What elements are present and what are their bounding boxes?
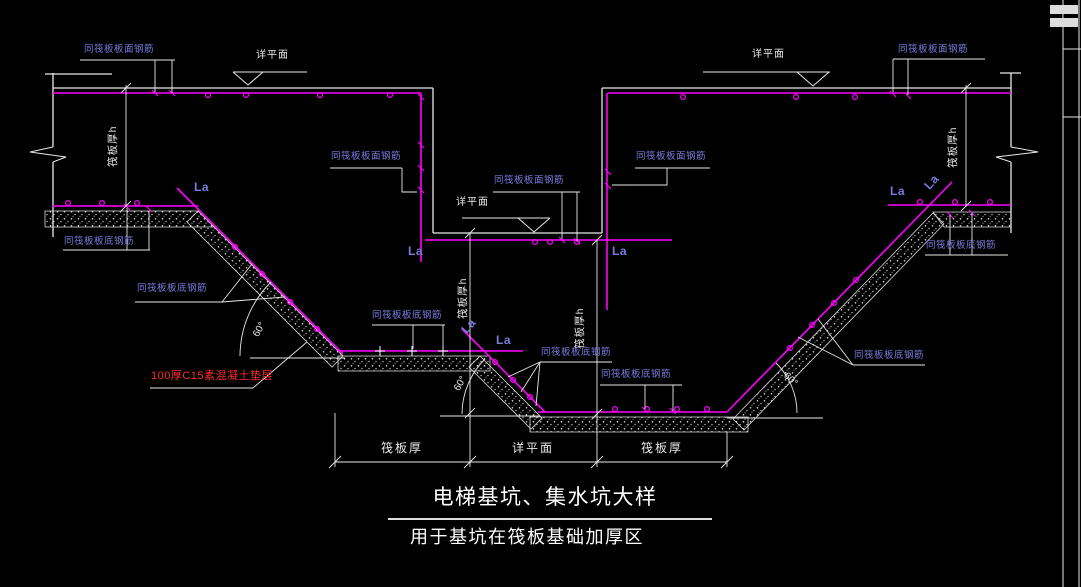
rebar-section-circles xyxy=(64,91,993,413)
cushion-hatch-bands xyxy=(44,210,1012,433)
dim-bottom-segment-1: 筏板厚 xyxy=(380,441,423,455)
label-see-plan-middle: 详平面 xyxy=(456,197,489,208)
label-top-rebar-pit-wall-right: 同筏板板面钢筋 xyxy=(636,151,707,162)
structure-outline xyxy=(45,72,1021,237)
label-bottom-rebar-slope-right: 同筏板板底钢筋 xyxy=(854,350,925,361)
dim-raft-thickness-right: 筏板厚h xyxy=(946,126,959,168)
slope-angle-annotations xyxy=(239,281,823,419)
label-bottom-rebar-pit2: 同筏板板底钢筋 xyxy=(601,369,672,380)
dim-raft-thickness-left: 筏板厚h xyxy=(106,125,119,167)
label-see-plan-top-right: 详平面 xyxy=(752,49,785,60)
label-top-rebar-left: 同筏板板面钢筋 xyxy=(84,44,155,55)
label-bottom-rebar-slope-left: 同筏板板底钢筋 xyxy=(137,283,208,294)
dim-bottom-segment-3: 筏板厚 xyxy=(640,441,683,455)
drawing-frame-edge xyxy=(1050,0,1081,587)
dim-raft-thickness-mid-left: 筏板厚h xyxy=(456,277,469,319)
label-bottom-rebar-pit1: 同筏板板底钢筋 xyxy=(372,310,443,321)
dim-bottom-segment-2: 详平面 xyxy=(511,441,554,455)
break-symbols xyxy=(29,146,1039,163)
label-la-mid-slab-right: La xyxy=(612,244,628,258)
label-bottom-rebar-right: 同筏板板底钢筋 xyxy=(926,240,997,251)
label-la-mid-slab-left: La xyxy=(408,244,424,258)
label-la-left-slope: La xyxy=(194,180,210,194)
label-top-rebar-pit-wall-left: 同筏板板面钢筋 xyxy=(331,151,402,162)
dimension-lines xyxy=(120,82,972,469)
label-la-pit1-bottom: La xyxy=(496,333,512,347)
label-top-rebar-right: 同筏板板面钢筋 xyxy=(898,44,969,55)
drawing-subtitle: 用于基坑在筏板基础加厚区 xyxy=(410,527,644,547)
label-bottom-rebar-left: 同筏板板底钢筋 xyxy=(64,236,135,247)
label-cushion-note: 100厚C15素混凝土垫层 xyxy=(151,370,274,382)
label-bottom-rebar-step-slope: 同筏板板底钢筋 xyxy=(541,347,612,358)
label-la-right-bottom: La xyxy=(890,184,906,198)
label-top-rebar-mid-slab: 同筏板板面钢筋 xyxy=(494,175,565,186)
dim-raft-thickness-mid-right: 筏板厚h xyxy=(573,307,586,349)
rebar-hook-marks xyxy=(123,89,976,415)
annotation-leaders xyxy=(63,58,1008,411)
label-see-plan-top-left: 详平面 xyxy=(256,50,289,61)
drawing-title: 电梯基坑、集水坑大样 xyxy=(432,486,658,509)
rebar-lines xyxy=(52,92,1011,413)
section-mark-triangles xyxy=(232,71,830,233)
